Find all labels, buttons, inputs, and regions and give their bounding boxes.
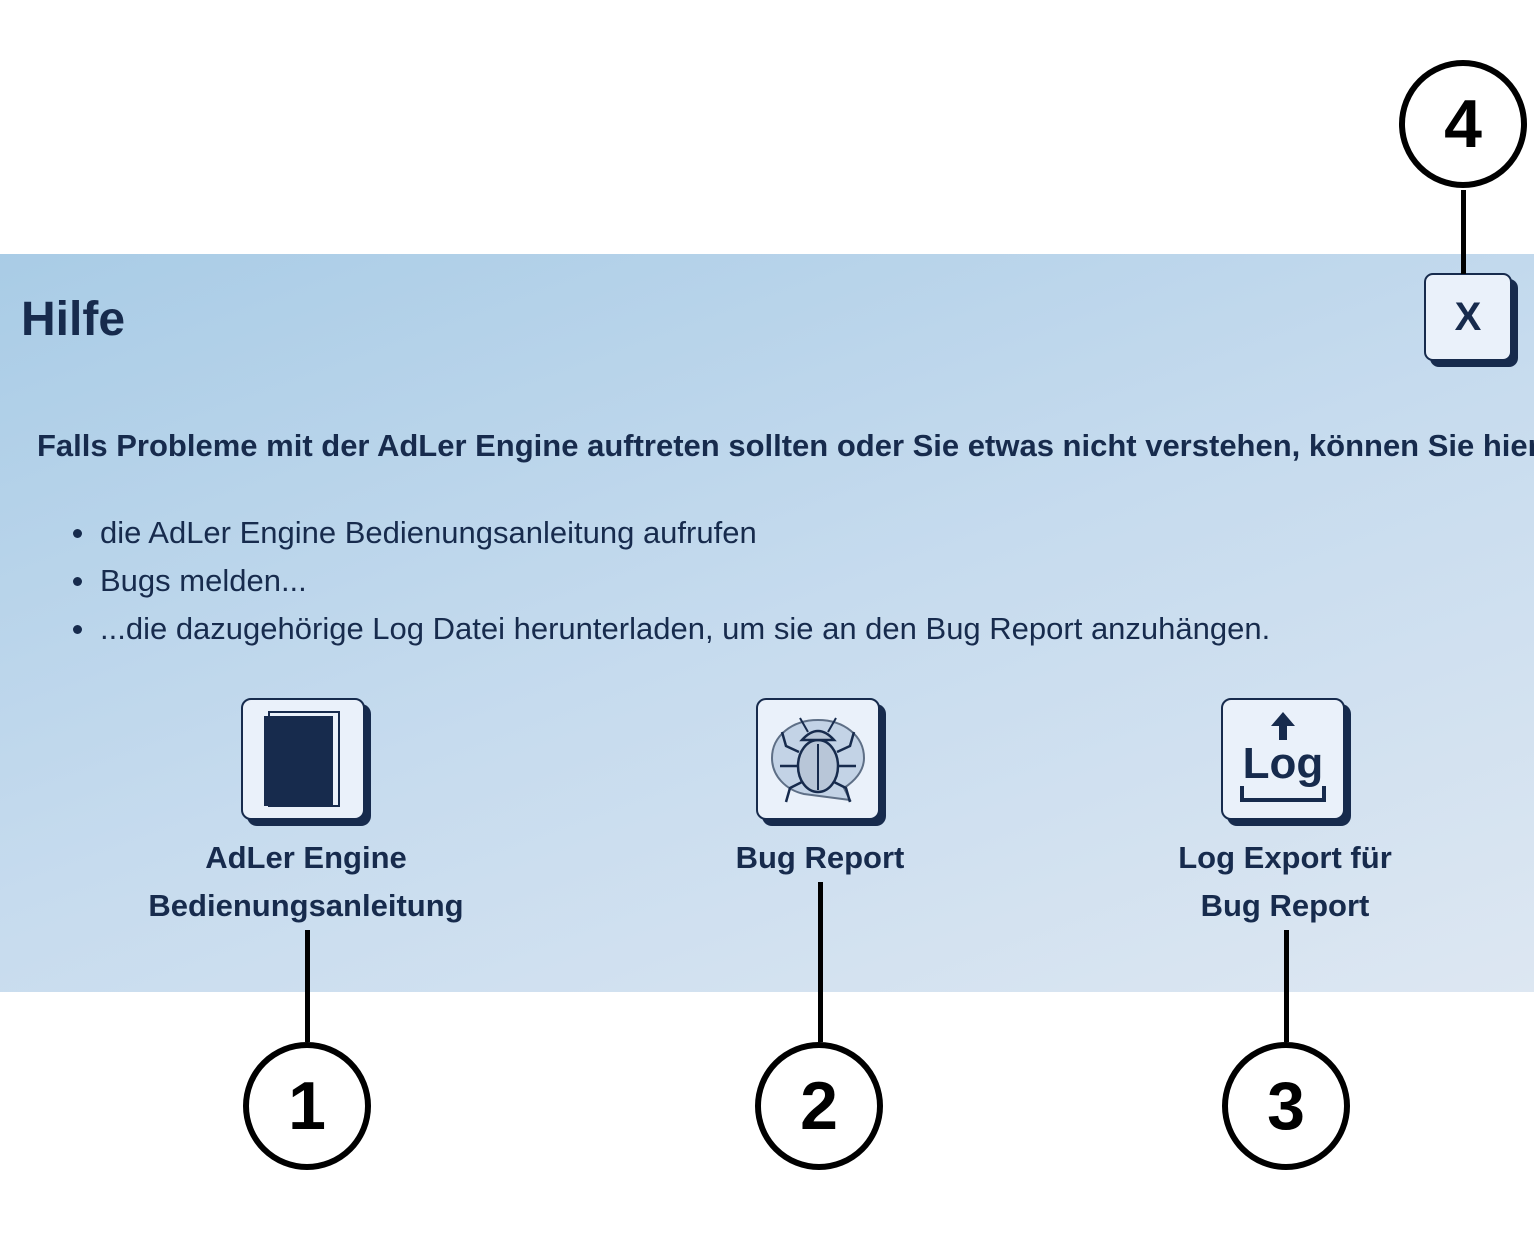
log-export-button-label: Log Export für Bug Report	[1085, 834, 1485, 930]
bug-report-button-label: Bug Report	[620, 834, 1020, 882]
callout-1: 1	[243, 1042, 371, 1170]
book-icon	[264, 711, 340, 807]
callout-line-2	[818, 882, 823, 1042]
log-export-label-line-1: Log Export für	[1178, 840, 1392, 875]
log-export-button[interactable]: Log	[1221, 698, 1345, 820]
close-button[interactable]: X	[1424, 273, 1512, 361]
manual-label-line-1: AdLer Engine	[205, 840, 407, 875]
log-export-icon: Log	[1240, 712, 1326, 802]
list-item: die AdLer Engine Bedienungsanleitung auf…	[72, 509, 1270, 557]
log-export-label-line-2: Bug Report	[1200, 888, 1370, 923]
log-icon-text: Log	[1243, 739, 1324, 788]
callout-line-4	[1461, 190, 1466, 274]
bug-icon	[770, 717, 866, 803]
callout-4: 4	[1399, 60, 1527, 188]
help-bullet-list: die AdLer Engine Bedienungsanleitung auf…	[72, 509, 1270, 653]
manual-label-line-2: Bedienungsanleitung	[148, 888, 464, 923]
bug-report-button[interactable]	[756, 698, 880, 820]
help-dialog	[0, 254, 1534, 992]
manual-button-label: AdLer Engine Bedienungsanleitung	[106, 834, 506, 930]
callout-3: 3	[1222, 1042, 1350, 1170]
list-item: ...die dazugehörige Log Datei herunterla…	[72, 605, 1270, 653]
callout-line-1	[305, 930, 310, 1042]
dialog-title: Hilfe	[21, 293, 126, 346]
bug-report-label-line-1: Bug Report	[735, 840, 905, 875]
callout-2: 2	[755, 1042, 883, 1170]
intro-text: Falls Probleme mit der AdLer Engine auft…	[37, 428, 1534, 463]
callout-line-3	[1284, 930, 1289, 1042]
list-item: Bugs melden...	[72, 557, 1270, 605]
manual-button[interactable]	[241, 698, 365, 820]
